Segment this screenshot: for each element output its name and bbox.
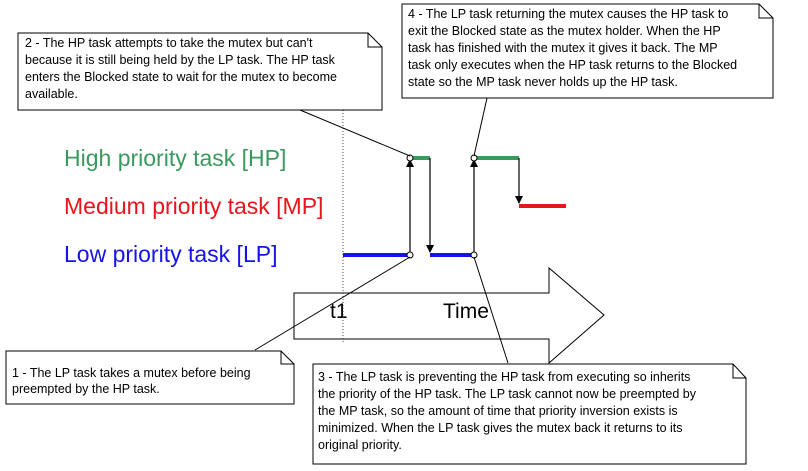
note-4-line-1: 4 - The LP task returning the mutex caus… bbox=[408, 7, 728, 21]
note-4-line-2: exit the Blocked state as the mutex hold… bbox=[408, 24, 721, 38]
note-4-line-3: task has finished with the mutex it give… bbox=[408, 41, 718, 55]
note-3: 3 - The LP task is preventing the HP tas… bbox=[312, 363, 747, 465]
note-1: 1 - The LP task takes a mutex before bei… bbox=[5, 350, 295, 405]
note-1-line-1: 1 - The LP task takes a mutex before bei… bbox=[12, 366, 251, 380]
time-axis-arrow bbox=[293, 266, 605, 365]
note-1-line-2: preempted by the HP task. bbox=[12, 382, 160, 396]
event-circle-hp-1 bbox=[406, 154, 414, 162]
hp-task-label: High priority task [HP] bbox=[64, 145, 286, 171]
event-circle-lp-1 bbox=[406, 251, 414, 259]
note-4-line-4: task only executes when the HP task retu… bbox=[408, 58, 737, 72]
note4-leader bbox=[473, 97, 488, 157]
note-4-line-5: state so the MP task never holds up the … bbox=[408, 75, 678, 89]
note-3-line-1: 3 - The LP task is preventing the HP tas… bbox=[318, 370, 690, 384]
note-2-line-3: enters the Blocked state to wait for the… bbox=[25, 70, 337, 84]
mp-task-label: Medium priority task [MP] bbox=[64, 193, 323, 219]
note-3-line-5: original priority. bbox=[318, 438, 402, 452]
note-2-line-4: available. bbox=[25, 87, 78, 101]
note-3-line-2: the priority of the HP task. The LP task… bbox=[318, 387, 697, 401]
note1-leader bbox=[254, 256, 411, 351]
note-3-line-3: the MP task, so the amount of time that … bbox=[318, 404, 678, 418]
note-2: 2 - The HP task attempts to take the mut… bbox=[17, 32, 383, 111]
note3-leader bbox=[473, 256, 509, 364]
note-2-line-2: because it is still being held by the LP… bbox=[25, 53, 336, 67]
time-label: Time bbox=[443, 300, 489, 323]
note2-leader bbox=[299, 109, 411, 157]
note-2-line-1: 2 - The HP task attempts to take the mut… bbox=[25, 36, 313, 50]
lp-task-label: Low priority task [LP] bbox=[64, 241, 277, 267]
note-3-line-4: minimized. When the LP task gives the mu… bbox=[318, 421, 683, 435]
note-4: 4 - The LP task returning the mutex caus… bbox=[401, 3, 774, 99]
